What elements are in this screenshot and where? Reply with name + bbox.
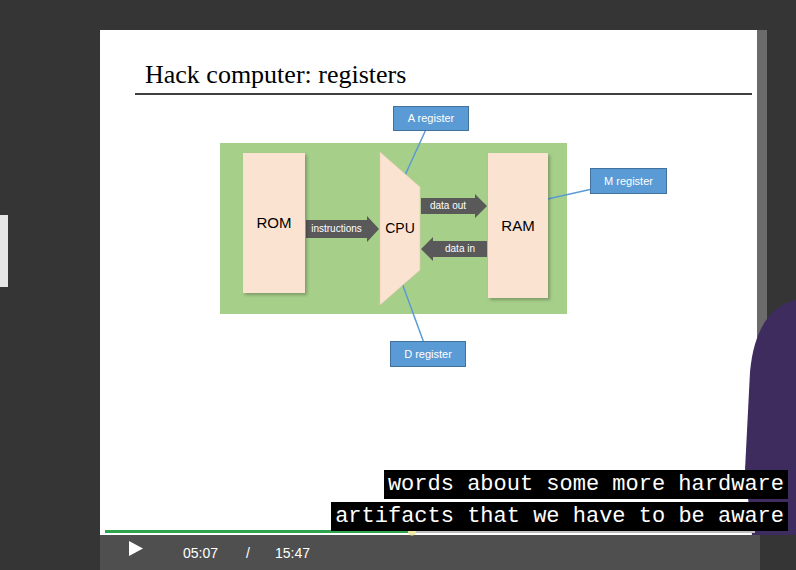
cpu-shape	[380, 152, 420, 305]
slide-background	[100, 30, 757, 535]
time-elapsed: 05:07	[183, 545, 218, 561]
arrow-label: data out	[430, 200, 466, 212]
play-button	[129, 541, 143, 556]
arrow-label: data in	[445, 243, 475, 255]
subtitle-line: artifacts that we have to be aware	[331, 502, 788, 531]
leader-line	[400, 277, 423, 341]
presenter-figure	[745, 300, 796, 535]
title-rule	[135, 93, 752, 94]
register-callout: D register	[390, 341, 466, 367]
time-separator: /	[246, 545, 250, 561]
register-callout: M register	[590, 168, 667, 194]
memory-box: ROM	[243, 153, 305, 293]
block-arrow	[421, 194, 487, 218]
block-arrow	[306, 216, 379, 242]
memory-box: RAM	[488, 153, 548, 298]
slide-title: Hack computer: registers	[145, 60, 406, 90]
block-arrow	[421, 237, 487, 261]
subtitle-line: words about some more hardware	[384, 470, 788, 499]
register-callout: A register	[393, 106, 469, 131]
node-text: M register	[604, 175, 653, 188]
page-strip	[0, 215, 8, 287]
computer-panel	[220, 143, 567, 314]
node-text: A register	[408, 112, 454, 125]
arrow-label: instructions	[311, 223, 362, 235]
node-text: RAM	[501, 217, 534, 234]
node-text: D register	[404, 348, 452, 361]
control-bar	[100, 535, 760, 570]
time-total: 15:47	[275, 545, 310, 561]
cpu-trapezoid: CPU	[380, 152, 420, 305]
node-text: ROM	[257, 214, 292, 231]
node-text: CPU	[385, 220, 415, 236]
